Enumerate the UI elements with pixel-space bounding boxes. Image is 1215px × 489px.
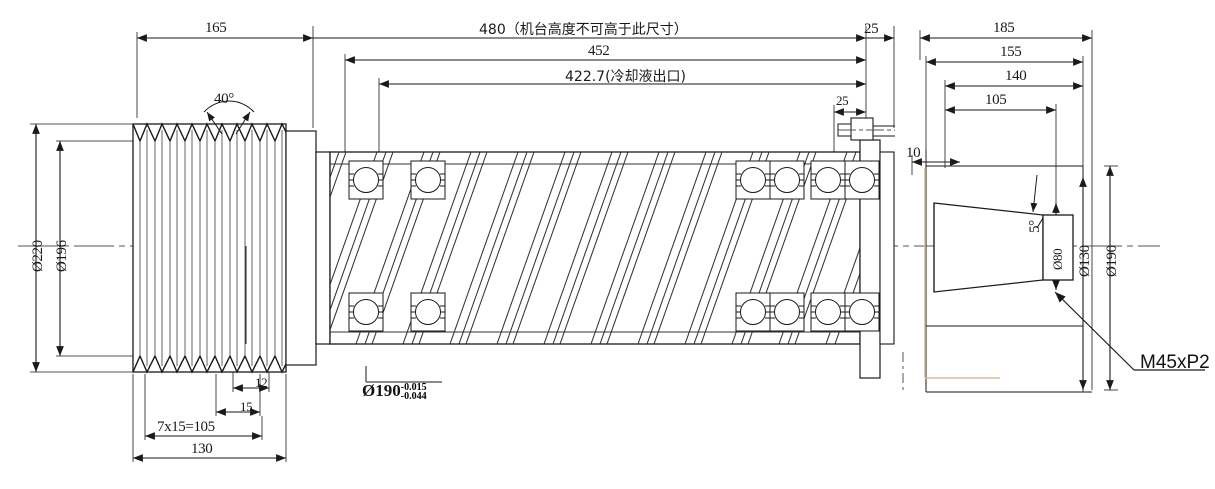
angle-5-label: 5°: [1027, 220, 1043, 233]
dia-130-label: Ø130: [1077, 245, 1093, 277]
dim-7x15-label: 7x15=105: [157, 419, 215, 435]
angle-40-label: 40°: [214, 91, 234, 107]
tolerance-lower: -0.044: [400, 391, 427, 402]
dim-10-label: 10: [906, 145, 921, 161]
dim-155-label: 155: [1000, 44, 1022, 60]
dim-25-lower-label: 25: [836, 93, 849, 108]
thread-m45xp2-label: M45xP2: [1140, 352, 1210, 373]
tolerance-dia-190-callout: Ø190-0.015-0.044: [362, 381, 427, 402]
tolerance-upper: -0.015: [400, 382, 427, 393]
tolerance-base: Ø190: [362, 381, 401, 400]
dim-165-label: 165: [205, 20, 227, 36]
dim-25-upper-label: 25: [864, 21, 879, 37]
dim-130-label: 130: [191, 441, 213, 457]
dia-220-label: Ø220: [30, 240, 46, 272]
dia-196-label: Ø196: [54, 240, 70, 272]
dim-452-label: 452: [588, 43, 610, 59]
dim-185-label: 185: [993, 20, 1015, 36]
dim-15-label: 15: [240, 399, 253, 414]
dim-422-7-label: 422.7(冷却液出口): [565, 69, 687, 85]
dim-12-label: 12: [255, 375, 268, 390]
dia-190-label: Ø190: [1104, 245, 1120, 277]
dim-140-label: 140: [1005, 68, 1027, 84]
dim-105-label: 105: [985, 92, 1007, 108]
dia-80-label: Ø80: [1050, 248, 1065, 270]
dim-480-label: 480（机台高度不可高于此尺寸）: [479, 22, 688, 38]
